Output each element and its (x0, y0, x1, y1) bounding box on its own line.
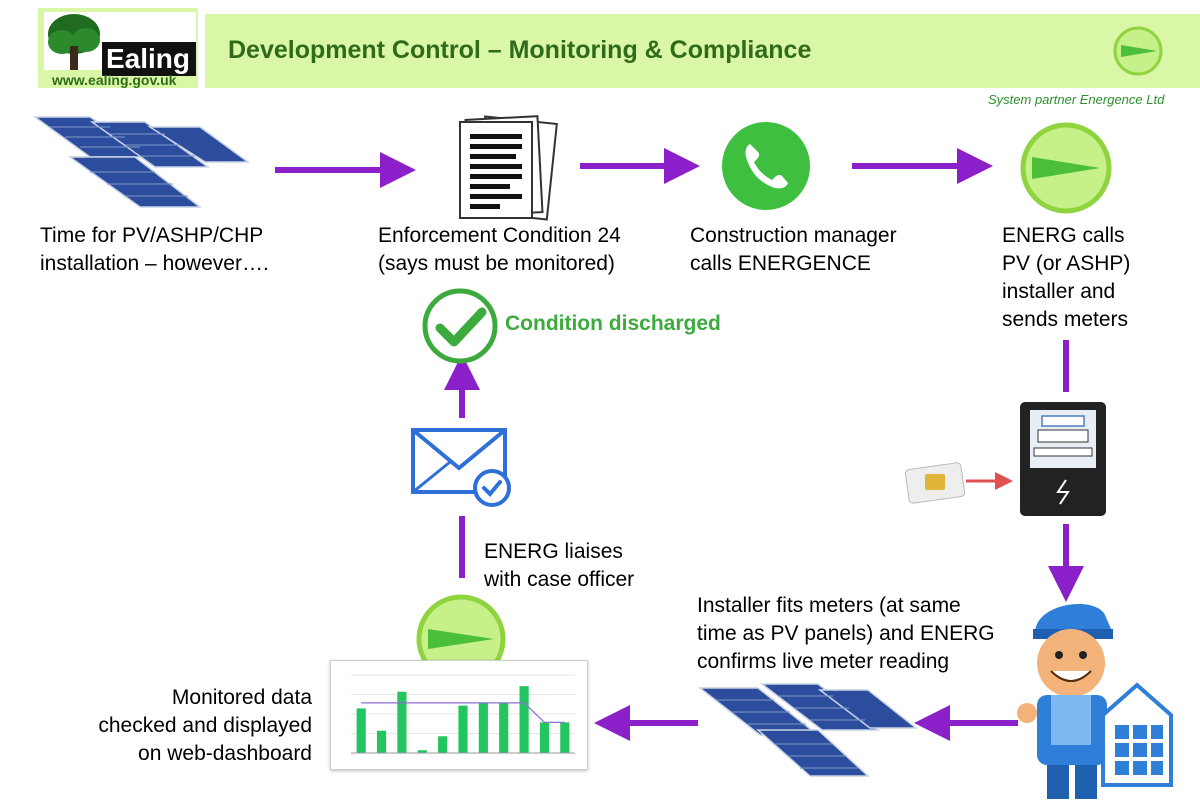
dashboard-chart-svg (351, 674, 575, 754)
envelope-check-icon (411, 428, 511, 507)
logo-wordmark: Ealing (106, 43, 191, 74)
chart-bar (438, 736, 448, 753)
electric-meter-icon (1020, 402, 1106, 516)
dashboard-chart (330, 660, 588, 770)
step1-label: Time for PV/ASHP/CHP installation – howe… (40, 222, 269, 278)
documents-icon (459, 115, 558, 221)
installer-mascot-icon (1017, 603, 1173, 799)
logo-wordmark-bg (102, 42, 196, 76)
logo-url[interactable]: www.ealing.gov.uk (52, 72, 177, 88)
chart-bar (499, 702, 509, 753)
chart-bar (560, 722, 570, 753)
chart-line (361, 702, 565, 723)
step7-line2: with case officer (484, 568, 635, 591)
step5-line2: time as PV panels) and ENERG (697, 622, 995, 645)
tree-icon (48, 14, 100, 70)
chart-bar (478, 702, 488, 753)
ealing-logo[interactable]: Ealing www.ealing.gov.uk (38, 8, 198, 88)
step2-line1: Enforcement Condition 24 (378, 224, 621, 247)
step4-line2: PV (or ASHP) (1002, 252, 1131, 275)
solar-panel-icon (698, 683, 919, 777)
step7-label: ENERG liaises with case officer (484, 538, 634, 594)
chart-bar (397, 691, 407, 753)
step3-label: Construction manager calls ENERGENCE (690, 222, 897, 278)
phone-icon (722, 122, 810, 210)
step5-line3: confirms live meter reading (697, 650, 950, 673)
step4-line1: ENERG calls (1002, 224, 1125, 247)
step4-label: ENERG calls PV (or ASHP) installer and s… (1002, 222, 1130, 334)
header-bar (205, 14, 1107, 88)
step7-line1: ENERG liaises (484, 540, 623, 563)
step6-line3: on web-dashboard (138, 742, 312, 765)
step6-label: Monitored data checked and displayed on … (60, 684, 312, 768)
step2-line2: (says must be monitored) (378, 252, 615, 275)
step4-line3: installer and (1002, 280, 1116, 303)
step6-line1: Monitored data (171, 686, 312, 709)
chart-bar (417, 750, 427, 753)
chart-bar (356, 708, 366, 753)
solar-panel-icon (32, 116, 251, 208)
step4-line4: sends meters (1002, 308, 1129, 331)
chart-bar (458, 705, 468, 753)
partner-credit: System partner Energence Ltd (988, 92, 1165, 107)
condition-discharged: Condition discharged (505, 312, 721, 335)
step5-label: Installer fits meters (at same time as P… (697, 592, 995, 676)
step2-label: Enforcement Condition 24 (says must be m… (378, 222, 621, 278)
energence-logo-icon (1113, 26, 1163, 76)
chart-bar (539, 722, 550, 753)
logo-panel: Ealing (44, 12, 196, 76)
check-icon (422, 288, 498, 364)
step1-line2: installation – however…. (40, 252, 269, 275)
step1-line1: Time for PV/ASHP/CHP (40, 224, 264, 247)
energence-logo-icon (1020, 122, 1112, 214)
sim-card-icon (905, 462, 966, 504)
header-right-panel (1107, 14, 1200, 88)
chart-bar (376, 730, 387, 753)
step3-line1: Construction manager (690, 224, 897, 247)
step3-line2: calls ENERGENCE (690, 252, 871, 275)
step5-line1: Installer fits meters (at same (697, 594, 961, 617)
step6-line2: checked and displayed (98, 714, 312, 737)
chart-bar (519, 686, 529, 753)
page-title: Development Control – Monitoring & Compl… (228, 36, 812, 64)
